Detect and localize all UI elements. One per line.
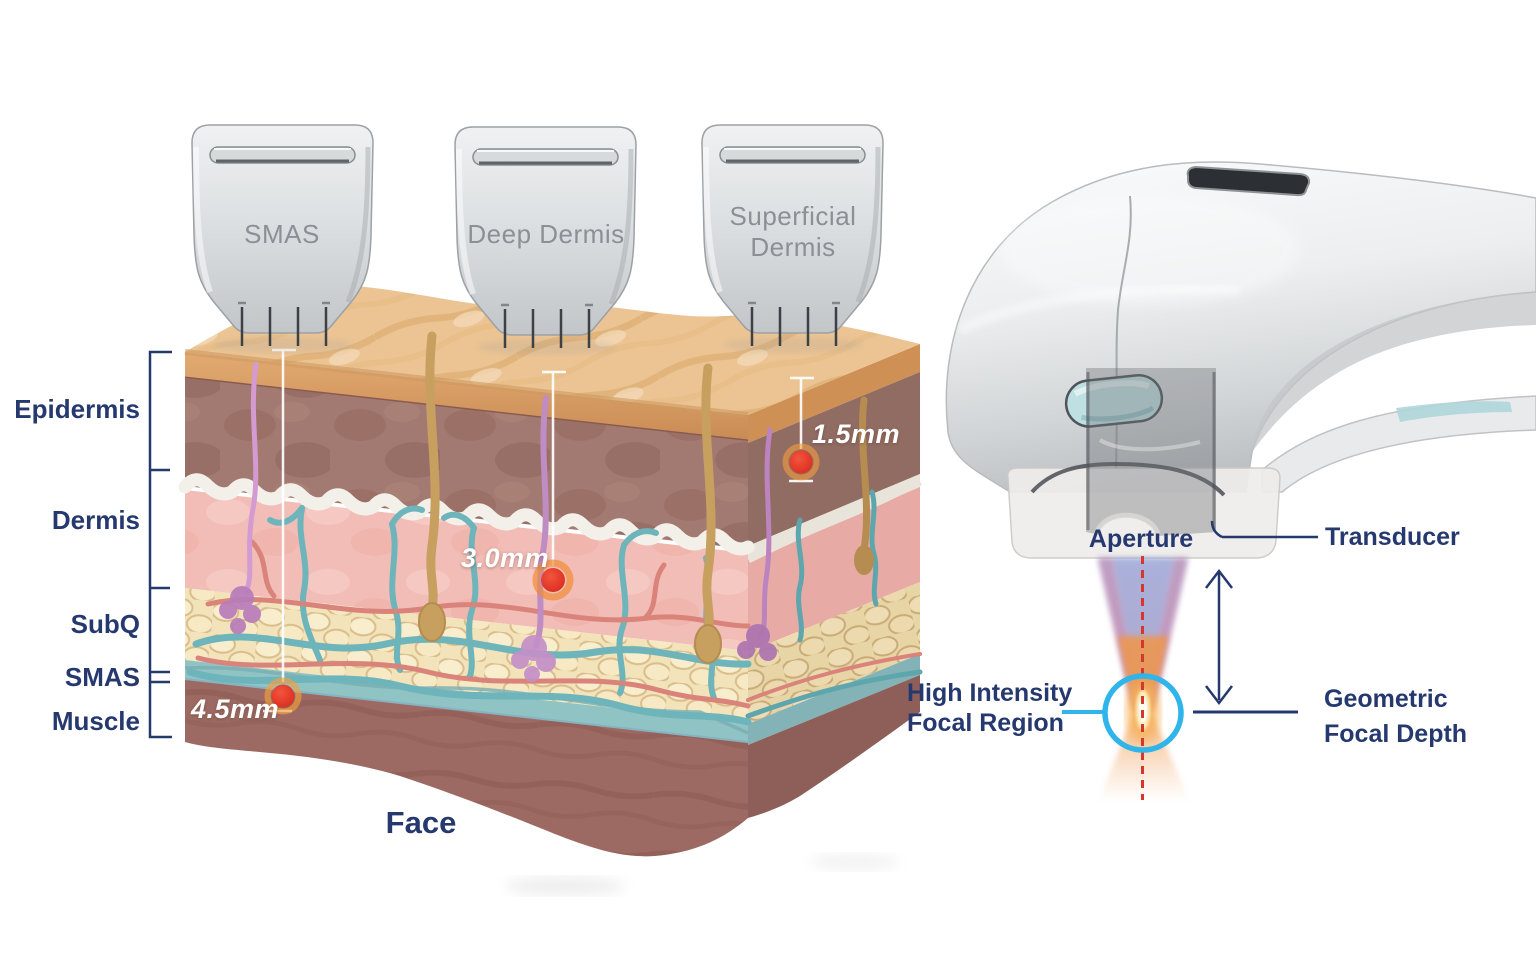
ablation-dot-3-0mm	[532, 559, 574, 601]
treatment-cartridges	[191, 124, 883, 355]
focal-region-label: High Intensity Focal Region	[907, 679, 1073, 737]
ablation-dot-4-5mm	[264, 677, 302, 715]
layer-label-muscle: Muscle	[51, 706, 140, 736]
transducer-pointer-line	[1210, 520, 1318, 539]
cartridge-label-smas: SMAS	[244, 219, 320, 249]
layer-label-subq: SubQ	[70, 609, 140, 639]
cartridge-smas-body	[191, 124, 374, 353]
ablation-dot-1-5mm	[782, 443, 820, 481]
depth-label-1-5mm: 1.5mm	[812, 419, 901, 449]
device-coupling-housing	[1006, 368, 1281, 559]
depth-label-4-5mm: 4.5mm	[191, 694, 280, 724]
device-top-slot	[1186, 165, 1311, 197]
focal-region-circle	[1102, 673, 1184, 753]
layer-label-dermis: Dermis	[51, 505, 140, 535]
skin-right-face	[745, 344, 923, 818]
cartridge-label-superficial-dermis: Superficial Dermis	[729, 201, 857, 263]
aperture-label: Aperture	[1088, 525, 1194, 553]
face-caption: Face	[385, 805, 457, 840]
device-teal-trim	[1396, 401, 1512, 422]
annotation-lines	[1062, 520, 1318, 714]
focal-depth-label: Geometric Focal Depth	[1324, 685, 1468, 748]
focal-depth-arrow	[1193, 568, 1298, 714]
layer-label-smas: SMAS	[64, 662, 140, 692]
skin-block-illustration	[148, 285, 923, 895]
depth-label-3-0mm: 3.0mm	[461, 543, 550, 573]
layer-bracket	[148, 350, 172, 739]
transducer-window	[1086, 368, 1216, 536]
handpiece-illustration	[945, 161, 1536, 559]
layer-label-epidermis: Epidermis	[14, 394, 140, 424]
skin-front-face	[178, 352, 755, 857]
skin-vessels	[186, 331, 923, 726]
ultrasound-beam	[1098, 556, 1190, 802]
transducer-label: Transducer	[1325, 523, 1460, 551]
cartridge-label-deep-dermis: Deep Dermis	[467, 219, 625, 249]
